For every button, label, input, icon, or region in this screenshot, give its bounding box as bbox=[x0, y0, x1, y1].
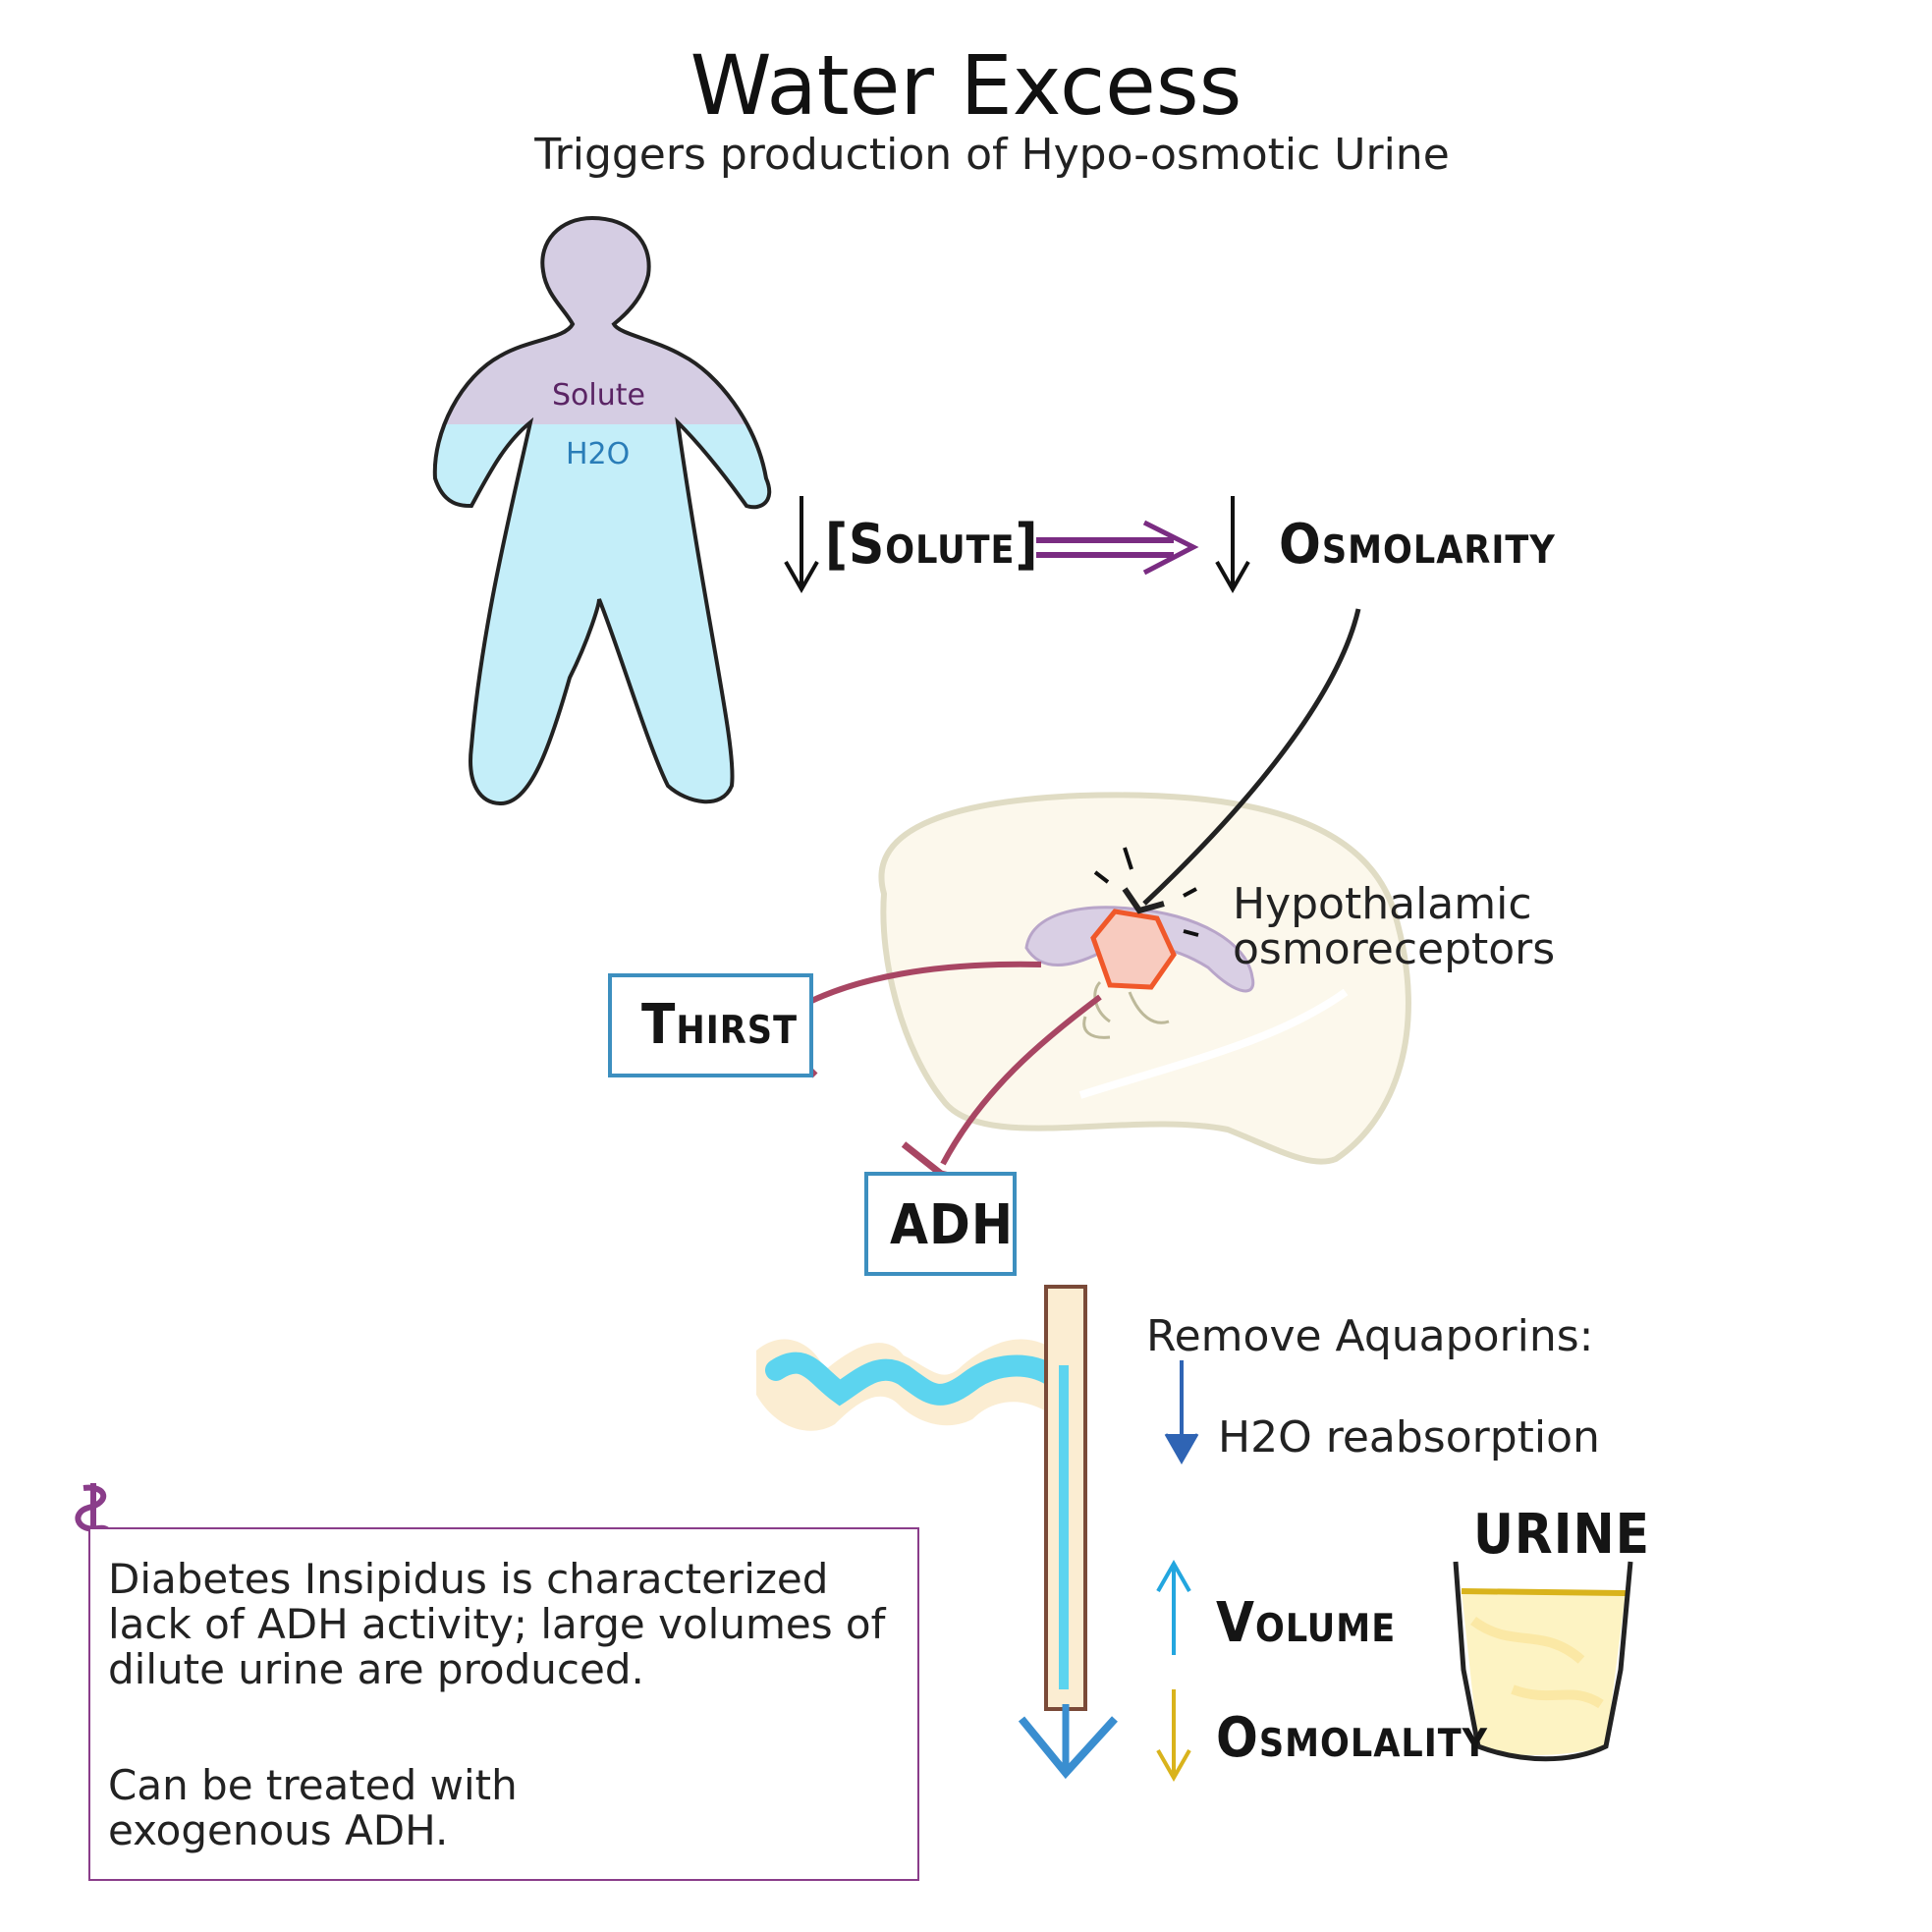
solute-text: [Solute] bbox=[825, 513, 1039, 577]
osmolality-text: Osmolality bbox=[1216, 1706, 1489, 1770]
reabsorption-down-arrow bbox=[1164, 1360, 1199, 1465]
volume-up-arrow bbox=[1156, 1559, 1191, 1655]
note-paragraph-2: Can be treated with exogenous ADH. bbox=[108, 1761, 518, 1854]
brain-icon bbox=[878, 792, 1411, 1165]
osmolality-down-arrow bbox=[1156, 1689, 1191, 1783]
solute-down-arrow bbox=[784, 496, 819, 594]
thirst-box: Thirst bbox=[608, 973, 813, 1077]
thirst-label: Thirst bbox=[641, 993, 799, 1057]
adh-label: ADH bbox=[890, 1193, 1014, 1257]
urine-cup-icon bbox=[1453, 1561, 1633, 1762]
page-title: Water Excess bbox=[690, 37, 1242, 134]
water-label: H2O bbox=[566, 437, 631, 471]
note-box: Diabetes Insipidus is characterized lack… bbox=[88, 1527, 919, 1881]
osmolarity-down-arrow bbox=[1215, 496, 1250, 594]
cascade-arrow bbox=[1036, 520, 1199, 576]
aquaporin-text: Remove Aquaporins: bbox=[1146, 1311, 1594, 1361]
urine-label: URINE bbox=[1473, 1503, 1651, 1567]
adh-box: ADH bbox=[864, 1172, 1017, 1276]
osmolarity-text: Osmolarity bbox=[1279, 513, 1556, 577]
receptor-label-line2: osmoreceptors bbox=[1233, 924, 1556, 974]
receptor-label-line1: Hypothalamic bbox=[1233, 879, 1532, 929]
page-subtitle: Triggers production of Hypo-osmotic Urin… bbox=[534, 130, 1450, 180]
note-paragraph-1: Diabetes Insipidus is characterized lack… bbox=[108, 1555, 886, 1693]
signal-arrow bbox=[1122, 608, 1361, 914]
solute-label: Solute bbox=[552, 378, 645, 413]
person-silhouette bbox=[432, 215, 772, 806]
volume-text: Volume bbox=[1216, 1591, 1397, 1655]
nephron-icon bbox=[756, 1285, 1118, 1780]
reabsorption-text: H2O reabsorption bbox=[1218, 1412, 1600, 1463]
